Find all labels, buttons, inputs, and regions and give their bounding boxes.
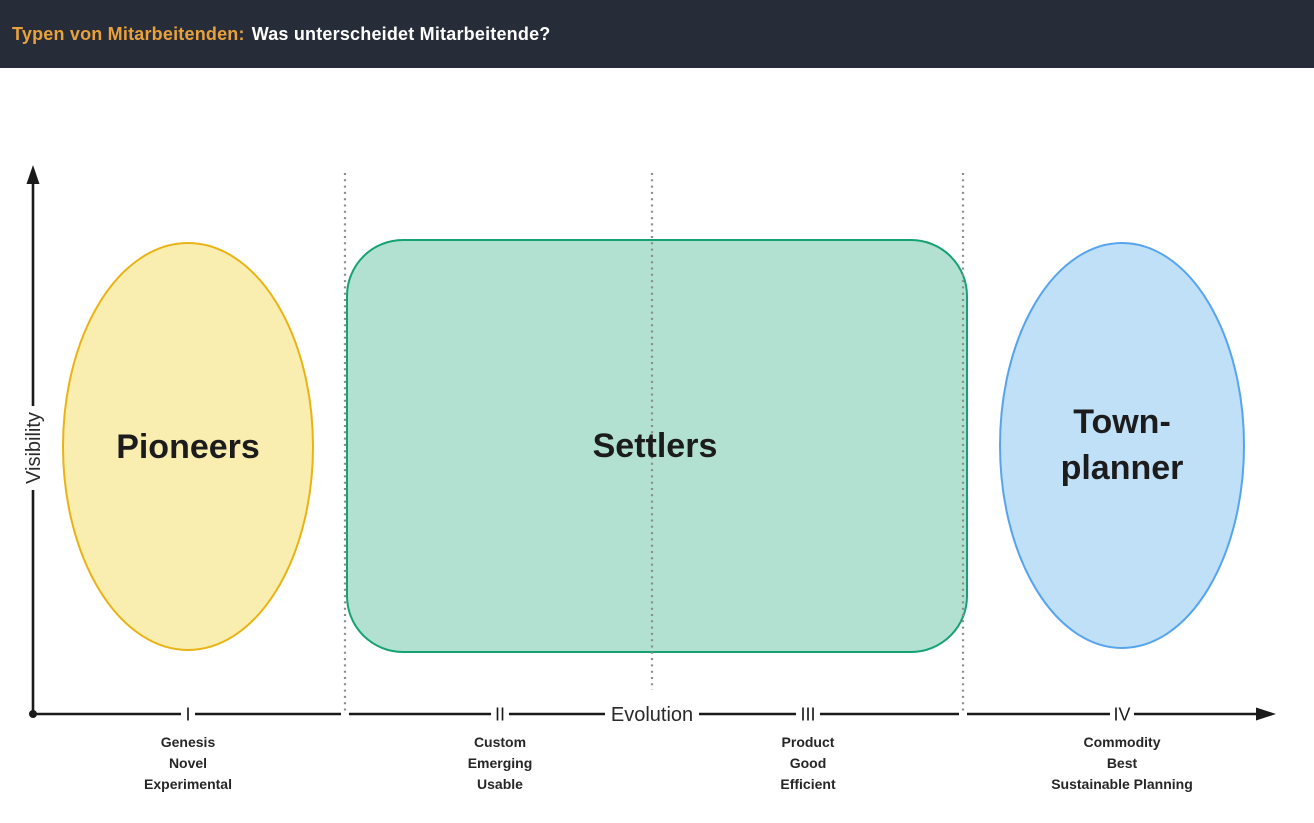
diagram-area: Visibility Evolution I II III IV Genesis… [0,68,1314,823]
stage-term: Commodity [1084,734,1161,750]
slide-topic-label: Typen von Mitarbeitenden: [12,23,245,44]
stage-separators [343,173,965,711]
stage-term: Emerging [468,755,533,771]
stage-term: Good [790,755,827,771]
y-axis-label: Visibility [23,412,45,484]
stage-numeral-4: IV [1113,705,1130,725]
townplanner-title-line1: Town- [1073,403,1171,441]
stage-term: Efficient [780,776,836,792]
settlers-shape [346,239,968,653]
stage-caption-custom: Custom Emerging Usable [468,734,533,792]
stage-numerals: I II III IV [185,705,1130,725]
stage-numeral-3: III [800,705,815,725]
stage-term: Best [1107,755,1138,771]
slide-title-text: Was unterscheidet Mitarbeitende? [251,23,551,44]
x-axis-label: Evolution [611,704,693,726]
stage-term: Sustainable Planning [1051,776,1193,792]
stage-term: Custom [474,734,526,750]
pioneers-title: Pioneers [116,428,260,466]
stage-numeral-1: I [185,705,190,725]
group-titles: Pioneers Settlers Town- planner [116,403,1183,487]
stage-term: Usable [477,776,523,792]
axis-origin-dot [29,710,37,718]
stage-caption-commodity: Commodity Best Sustainable Planning [1051,734,1193,792]
x-axis-arrowhead-icon [1256,707,1276,721]
y-axis-arrowhead-icon [26,165,40,184]
stage-term: Novel [169,755,207,771]
stage-caption-product: Product Good Efficient [780,734,836,792]
stage-caption-genesis: Genesis Novel Experimental [144,734,232,792]
axes [26,165,1276,721]
stage-captions: Genesis Novel Experimental Custom Emergi… [144,734,1193,792]
stage-term: Genesis [161,734,216,750]
stage-numeral-2: II [495,705,505,725]
pioneers-settlers-townplanner-diagram: Visibility Evolution I II III IV Genesis… [23,165,1276,792]
slide-title-bar: Typen von Mitarbeitenden: Was unterschei… [0,0,1314,68]
stage-term: Product [782,734,835,750]
settlers-title: Settlers [593,427,718,465]
townplanner-shape [999,242,1245,649]
group-shapes [62,239,1245,653]
pioneers-shape [62,242,314,651]
stage-term: Experimental [144,776,232,792]
townplanner-title-line2: planner [1061,449,1184,487]
